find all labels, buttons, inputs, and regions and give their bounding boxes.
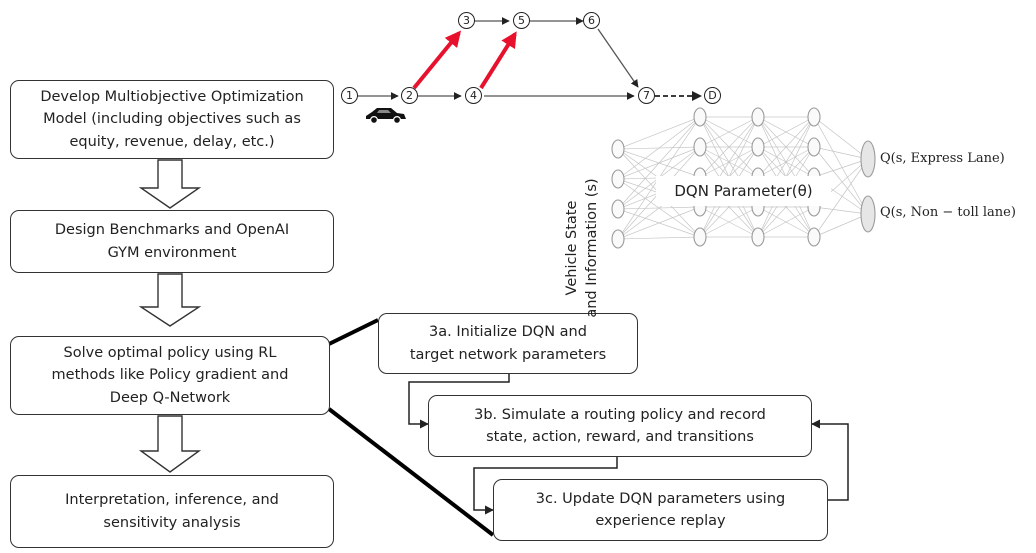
nn-neuron <box>807 227 821 247</box>
flow-arrow-3 <box>138 415 202 473</box>
step-1-line-1: Develop Multiobjective Optimization <box>40 88 304 105</box>
nn-connection <box>617 206 701 240</box>
nn-connection <box>617 116 701 210</box>
step-4-line-2: sensitivity analysis <box>103 514 241 531</box>
network-node-4: 4 <box>465 87 482 104</box>
step-2-line-2: GYM environment <box>107 244 237 261</box>
step-3-line-2: methods like Policy gradient and <box>51 367 289 384</box>
nn-neuron <box>611 169 625 189</box>
subprocess-connectors <box>408 374 849 515</box>
step-4-line-1: Interpretation, inference, and <box>65 492 279 509</box>
nn-neuron <box>611 229 625 249</box>
nn-connection <box>813 116 869 160</box>
nn-neuron <box>807 137 821 157</box>
nn-neuron <box>751 227 765 247</box>
nn-neuron <box>751 107 765 127</box>
nn-connection <box>757 116 815 178</box>
road-network-edges <box>357 17 703 102</box>
zoom-line-bottom <box>327 407 495 537</box>
network-node-2: 2 <box>401 87 418 104</box>
q-output-non-toll-lane: Q(s, Non − toll lane) <box>880 205 1016 220</box>
step-3a-line-1: 3a. Initialize DQN and <box>429 324 587 341</box>
step-1-line-2: Model (including objectives such as <box>43 111 301 128</box>
nn-connection <box>813 158 869 238</box>
dqn-step-3b: 3b. Simulate a routing policy and record… <box>428 395 812 457</box>
nn-connection <box>813 213 869 238</box>
nn-neuron <box>807 107 821 127</box>
step-3a-line-2: target network parameters <box>409 346 607 363</box>
nn-connection <box>617 236 701 240</box>
route-4-5 <box>479 31 517 90</box>
nn-connection <box>813 146 869 215</box>
step-3c-line-1: 3c. Update DQN parameters using <box>535 490 786 507</box>
nn-connection <box>699 116 759 148</box>
nn-connection <box>813 146 869 160</box>
nn-connection <box>757 206 815 238</box>
car-icon <box>366 108 406 125</box>
workflow-step-4: Interpretation, inference, and sensitivit… <box>10 475 334 548</box>
flow-arrow-1 <box>138 159 202 209</box>
network-node-6: 6 <box>583 12 600 29</box>
nn-neuron <box>611 139 625 159</box>
dqn-parameter-label: DQN Parameter(θ) <box>656 176 831 206</box>
nn-neuron <box>693 107 707 127</box>
highlighted-routes <box>412 30 517 90</box>
step-3-line-3: Deep Q-Network <box>109 389 231 406</box>
network-node-3: 3 <box>458 12 475 29</box>
step-3b-line-1: 3b. Simulate a routing policy and record <box>474 406 766 423</box>
q-output-express-lane: Q(s, Express Lane) <box>880 151 1005 166</box>
nn-connection <box>757 116 815 148</box>
nn-connection <box>813 116 869 215</box>
flow-arrow-2 <box>138 273 202 327</box>
nn-neuron <box>611 199 625 219</box>
workflow-flow-arrows <box>138 159 202 473</box>
nn-connection <box>617 116 701 180</box>
workflow-step-3: Solve optimal policy using RL methods lik… <box>10 336 330 415</box>
step-1-line-3: equity, revenue, delay, etc.) <box>69 133 275 150</box>
workflow-step-2: Design Benchmarks and OpenAI GYM environm… <box>10 210 334 273</box>
connector-3c-3b-loop <box>811 419 849 501</box>
edge-6-7 <box>597 28 639 88</box>
connector-3a-3b <box>408 374 510 429</box>
nn-output-neuron <box>860 195 876 233</box>
nn-connection <box>699 206 759 238</box>
network-node-d: D <box>704 87 721 104</box>
zoom-line-top <box>328 318 379 346</box>
nn-connection <box>699 116 759 178</box>
nn-connection <box>813 158 869 178</box>
step-3-line-1: Solve optimal policy using RL <box>63 344 277 361</box>
nn-neuron <box>693 137 707 157</box>
nn-connection <box>617 116 701 150</box>
step-3c-line-2: experience replay <box>595 513 726 529</box>
step-3b-line-2: state, action, reward, and transitions <box>486 429 754 445</box>
nn-connection <box>813 206 869 215</box>
nn-neuron <box>693 227 707 247</box>
nn-output-neuron <box>860 140 876 178</box>
connector-3b-3c <box>473 457 618 515</box>
network-node-5: 5 <box>513 12 530 29</box>
dqn-step-3a: 3a. Initialize DQN and target network par… <box>378 313 638 374</box>
network-node-7: 7 <box>638 87 655 104</box>
route-2-3 <box>412 30 462 90</box>
nn-neuron <box>751 137 765 157</box>
nn-input-label-line-2: and Information (s) <box>584 178 600 318</box>
network-node-1: 1 <box>341 87 358 104</box>
nn-input-label-line-1: Vehicle State <box>564 200 580 296</box>
step-2-line-1: Design Benchmarks and OpenAI <box>54 222 290 239</box>
dqn-step-3c: 3c. Update DQN parameters using experienc… <box>493 479 828 541</box>
